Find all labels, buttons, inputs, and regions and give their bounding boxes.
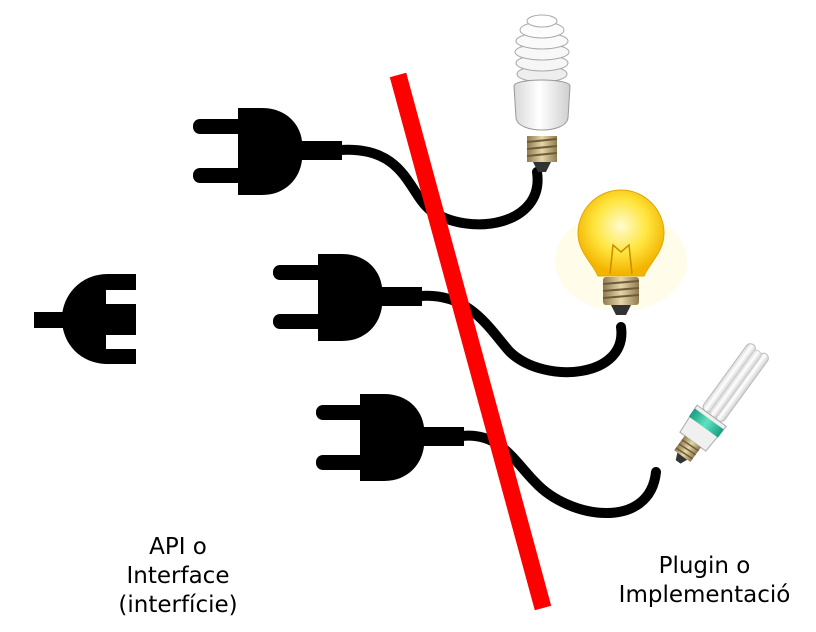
socket-icon	[34, 274, 136, 364]
spiral-cfl-bulb-icon	[513, 14, 571, 172]
plug-icon	[273, 254, 422, 341]
plug-icon	[316, 394, 464, 481]
plug-cable	[415, 290, 627, 378]
divider-line	[389, 72, 552, 611]
plugin-label-line-2: Implementació	[618, 582, 791, 608]
plugin-label-line-1: Plugin o	[658, 553, 751, 579]
tube-cfl-bulb-icon	[674, 343, 769, 464]
api-label-line-3: (interfície)	[118, 592, 238, 618]
api-label: API o Interface (interfície)	[88, 533, 268, 620]
api-label-line-2: Interface	[126, 563, 230, 589]
plug-icon	[193, 108, 342, 195]
api-label-line-1: API o	[149, 534, 207, 560]
plugin-label: Plugin o Implementació	[592, 552, 816, 610]
incandescent-bulb-icon	[555, 189, 687, 315]
